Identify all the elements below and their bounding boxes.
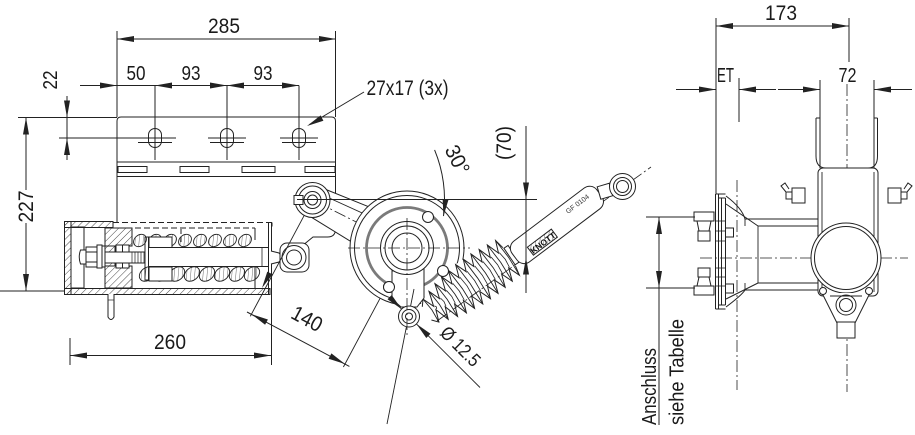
svg-text:93: 93	[182, 63, 201, 85]
svg-text:93: 93	[254, 63, 273, 85]
svg-text:72: 72	[839, 65, 857, 87]
svg-text:227: 227	[15, 191, 38, 223]
svg-text:siehe Tabelle: siehe Tabelle	[667, 319, 689, 425]
svg-text:30°: 30°	[440, 141, 474, 178]
svg-text:(70): (70)	[493, 126, 516, 160]
svg-text:260: 260	[154, 331, 186, 354]
svg-text:50: 50	[127, 63, 146, 85]
svg-text:285: 285	[208, 15, 240, 38]
svg-text:173: 173	[765, 2, 797, 25]
svg-text:ET: ET	[717, 65, 734, 87]
svg-text:140: 140	[287, 302, 326, 337]
svg-text:27x17 (3x): 27x17 (3x)	[367, 77, 449, 100]
svg-text:22: 22	[40, 71, 62, 90]
svg-text:Anschluss: Anschluss	[639, 348, 661, 425]
svg-text:Ø 12.5: Ø 12.5	[435, 323, 484, 372]
